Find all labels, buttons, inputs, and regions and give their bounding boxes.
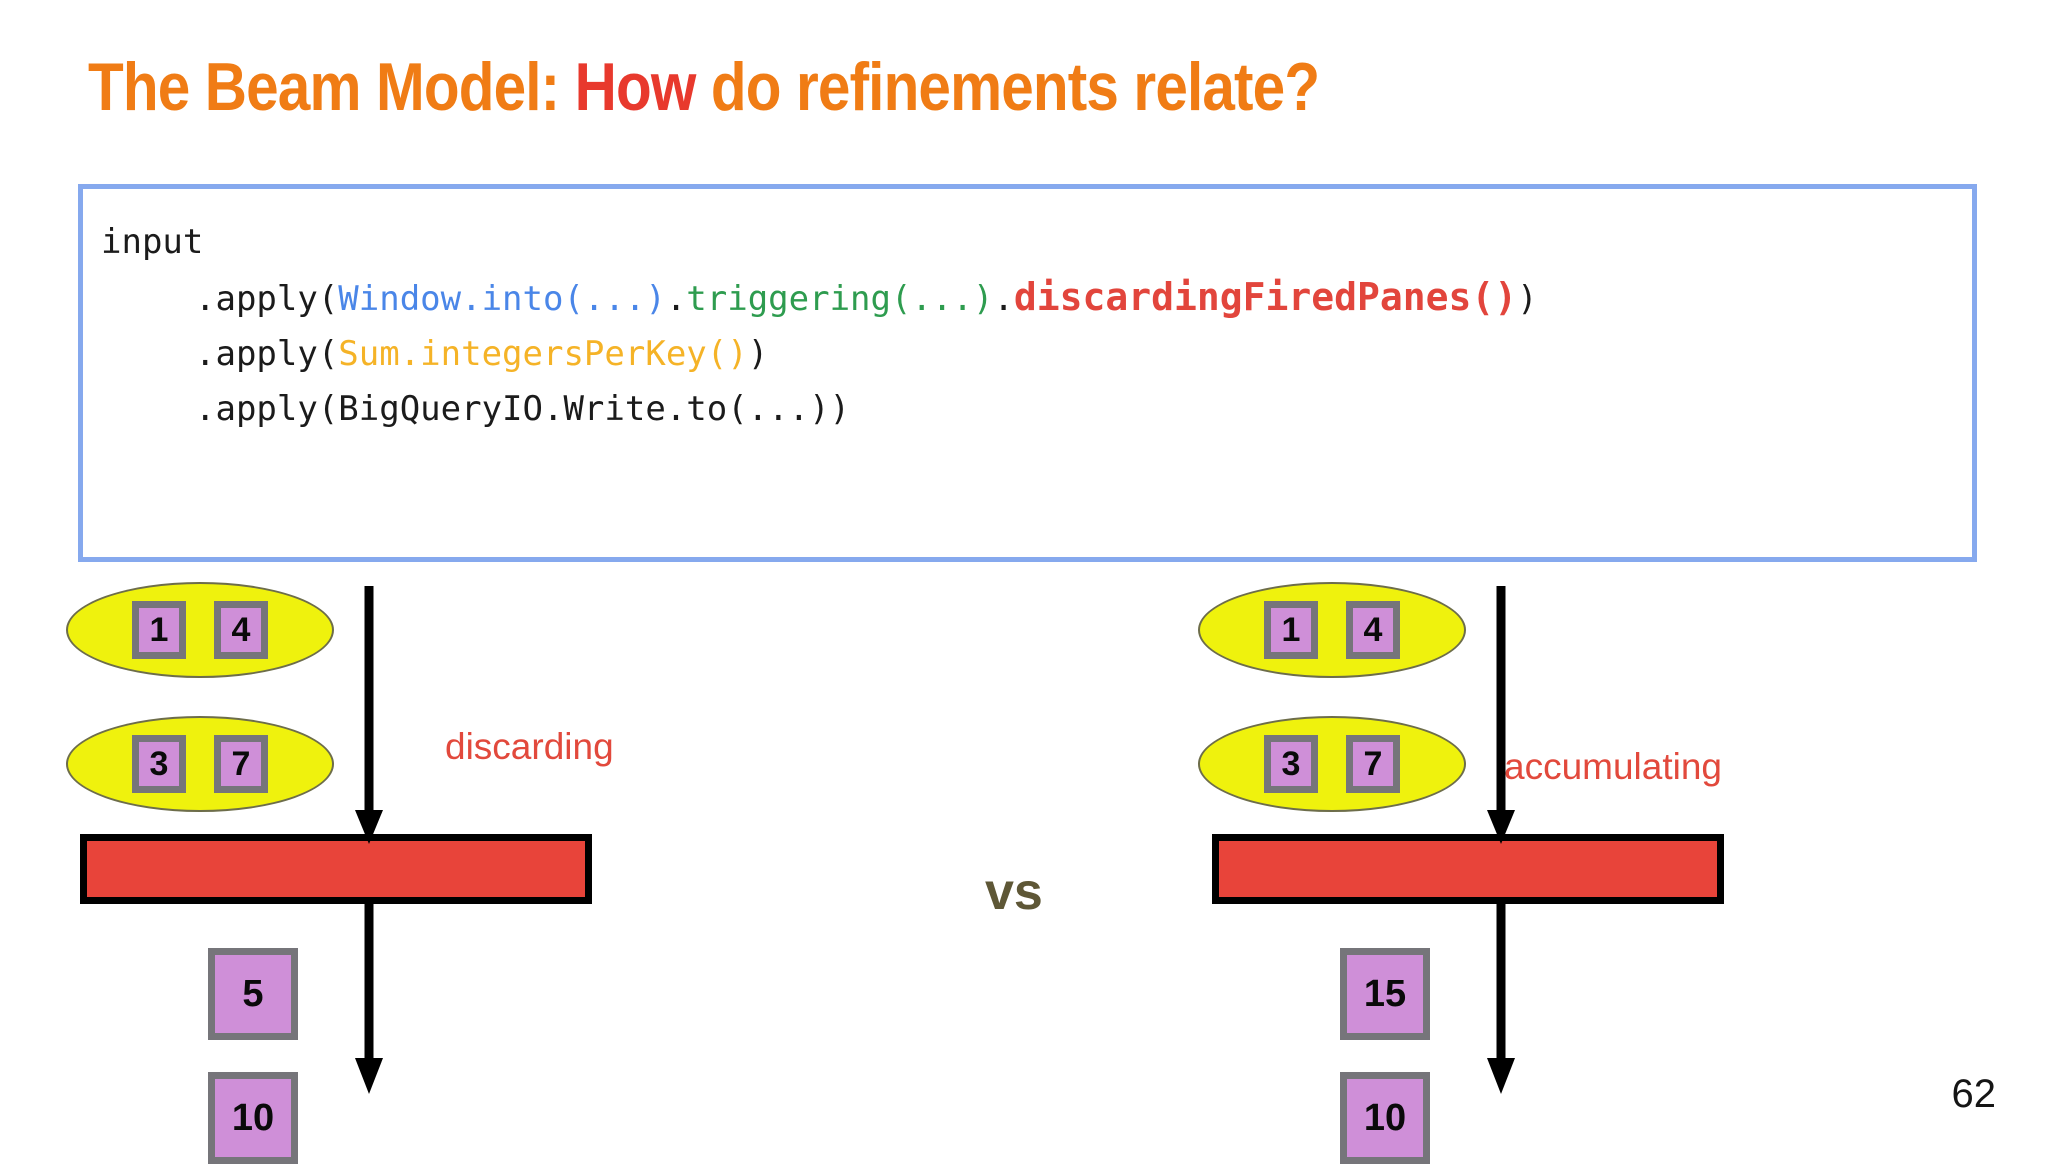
code-line: .apply(BigQueryIO.Write.to(...)) <box>83 382 1972 437</box>
input-element-cell: 1 <box>1264 601 1318 659</box>
vs-separator: vs <box>985 863 1043 921</box>
code-token-plain: input <box>101 222 204 262</box>
output-element-cell: 5 <box>208 948 298 1040</box>
mode-label-discarding: discarding <box>445 726 614 767</box>
input-element-cell: 3 <box>132 735 186 793</box>
output-cell-wrapper: 10 <box>1340 1072 1430 1164</box>
mode-label-accumulating: accumulating <box>1504 746 1723 787</box>
page-number: 62 <box>1951 1072 1997 1116</box>
input-element-cell: 1 <box>132 601 186 659</box>
code-token-plain: ) <box>747 334 769 374</box>
input-element-cell: 4 <box>1346 601 1400 659</box>
code-token-blue: Window.into(...) <box>338 279 666 319</box>
code-token-plain: ) <box>1517 279 1538 319</box>
output-cell-wrapper: 10 <box>208 1072 298 1164</box>
flow-arrow <box>1487 586 1515 1094</box>
aggregation-bar <box>1212 834 1724 904</box>
code-token-yellow: Sum.integersPerKey() <box>338 334 748 374</box>
output-cell-wrapper: 5 <box>208 948 298 1040</box>
code-block: input.apply(Window.into(...).triggering(… <box>78 184 1977 562</box>
code-token-plain: .apply( <box>195 279 339 319</box>
output-element-cell: 10 <box>208 1072 298 1164</box>
output-element-cell: 10 <box>1340 1072 1430 1164</box>
aggregation-bar <box>80 834 592 904</box>
input-element-cell: 3 <box>1264 735 1318 793</box>
page-title-suffix: do refinements relate? <box>695 49 1320 125</box>
code-token-plain: .apply(BigQueryIO.Write.to(...)) <box>195 389 851 429</box>
input-element-cell: 4 <box>214 601 268 659</box>
page-title: The Beam Model: How do refinements relat… <box>88 49 1320 125</box>
code-token-green: triggering(...) <box>686 279 994 319</box>
page-title-prefix: The Beam Model: <box>88 49 575 125</box>
code-line: .apply(Sum.integersPerKey()) <box>83 327 1972 382</box>
code-token-plain: . <box>665 279 687 319</box>
flow-arrow <box>355 586 383 1094</box>
input-element-cell: 7 <box>1346 735 1400 793</box>
code-token-plain: .apply( <box>195 334 339 374</box>
code-token-plain: . <box>993 279 1014 319</box>
output-cell-wrapper: 15 <box>1340 948 1430 1040</box>
code-line: .apply(Window.into(...).triggering(...).… <box>83 270 1972 327</box>
code-token-red: discardingFiredPanes() <box>1013 275 1518 319</box>
input-element-cell: 7 <box>214 735 268 793</box>
output-element-cell: 15 <box>1340 948 1430 1040</box>
page-title-accent: How <box>574 49 697 125</box>
code-line: input <box>83 215 1972 270</box>
